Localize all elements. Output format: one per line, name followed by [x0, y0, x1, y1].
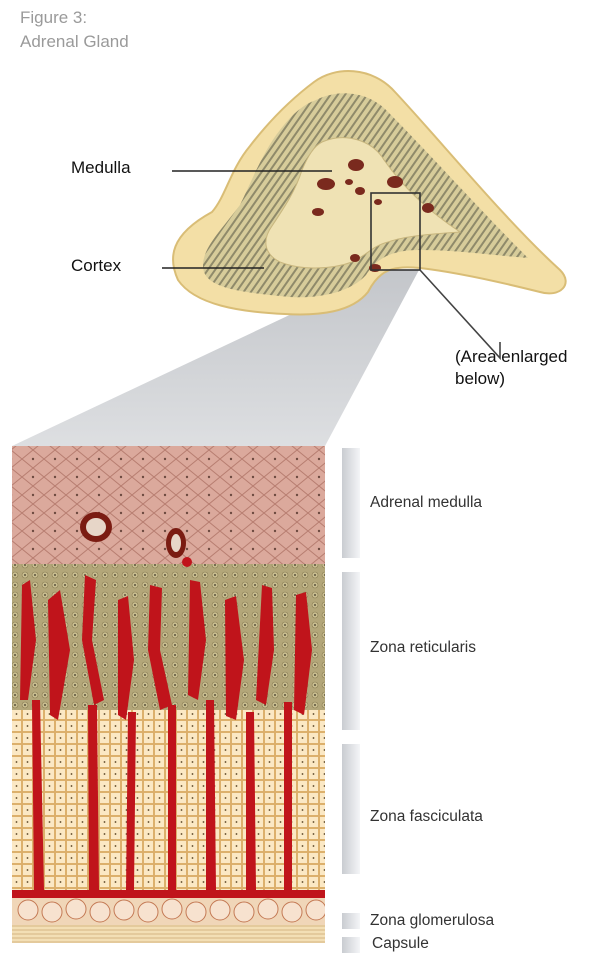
zone-label-adrenal-medulla: Adrenal medulla [370, 494, 482, 512]
zone-label-zona-fasciculata: Zona fasciculata [370, 808, 483, 826]
enlarged-area-label: (Area enlarged below) [455, 346, 567, 390]
zone-bar-fasciculata [342, 744, 360, 874]
enlarged-area-label-line1: (Area enlarged [455, 346, 567, 368]
zone-bar-reticularis [342, 572, 360, 730]
tissue-section [12, 446, 326, 943]
zone-bars [342, 448, 360, 953]
zone-label-capsule: Capsule [372, 935, 429, 953]
enlarged-leader-line [420, 270, 500, 358]
cortex-label: Cortex [71, 256, 121, 276]
zone-bar-medulla [342, 448, 360, 558]
adrenal-gland-illustration [173, 71, 566, 314]
capsule-tissue [12, 925, 325, 943]
enlarged-area-label-line2: below) [455, 368, 567, 390]
zone-label-zona-reticularis: Zona reticularis [370, 639, 476, 657]
medulla-label: Medulla [71, 158, 131, 178]
zone-label-zona-glomerulosa: Zona glomerulosa [370, 912, 494, 930]
zone-bar-capsule [342, 937, 360, 953]
zone-bar-glomerulosa [342, 913, 360, 929]
